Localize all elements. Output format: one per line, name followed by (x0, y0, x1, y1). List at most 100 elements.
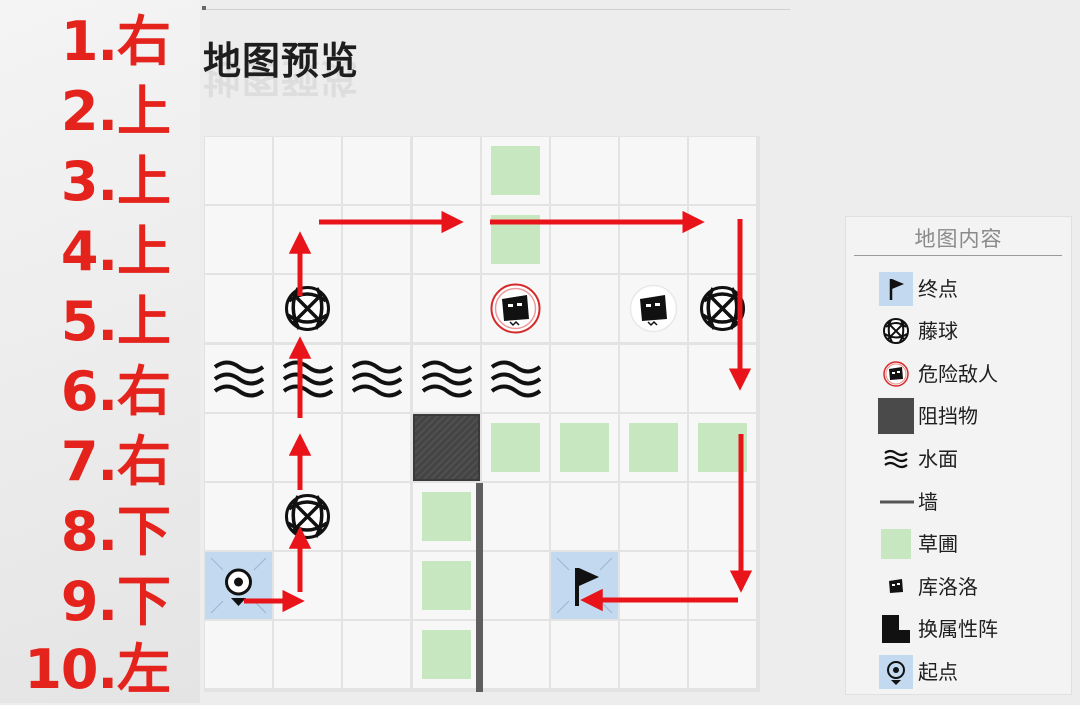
goal-flag-icon (878, 271, 914, 307)
map-cell-empty (413, 275, 480, 342)
header-rule (202, 9, 790, 10)
step-6: 6.右 (60, 360, 171, 423)
map-cell-water (274, 345, 341, 412)
legend-title: 地图内容 (914, 227, 1003, 251)
step-8: 8.下 (60, 500, 171, 563)
map-cell-rattan-ball (274, 483, 341, 550)
map-cell-goal (551, 552, 618, 619)
map-cell-empty (689, 345, 756, 412)
map-cell-empty (689, 552, 756, 619)
map-cell-empty (689, 483, 756, 550)
water-icon (878, 441, 914, 477)
map-cell-empty (205, 275, 272, 342)
danger-enemy-icon (878, 356, 914, 392)
map-cell-empty (551, 206, 618, 273)
map-cell-empty (482, 483, 549, 550)
map-cell-block (413, 414, 480, 481)
step-7: 7.右 (60, 430, 171, 493)
start-icon (878, 654, 914, 690)
map-cell-empty (620, 483, 687, 550)
legend-item-goal: 终点 (878, 271, 1068, 307)
legend-label-element-switch: 换属性阵 (918, 617, 998, 641)
map-cell-grass (551, 414, 618, 481)
map-cell-empty (343, 552, 410, 619)
map-cell-grass (482, 137, 549, 204)
map-cell-empty (413, 137, 480, 204)
map-cell-empty (551, 137, 618, 204)
legend-item-water: 水面 (878, 441, 1068, 477)
legend-item-danger-enemy: 危险敌人 (878, 356, 1068, 392)
map-cell-empty (274, 621, 341, 688)
map-cell-water (482, 345, 549, 412)
map-cell-start (205, 552, 272, 619)
map-cell-empty (482, 552, 549, 619)
background-band (0, 0, 200, 703)
map-cell-empty (343, 206, 410, 273)
map-cell-empty (620, 137, 687, 204)
legend-label-danger-enemy: 危险敌人 (918, 362, 998, 386)
map-cell-empty (343, 414, 410, 481)
map-cell-empty (689, 137, 756, 204)
map-cell-empty (274, 414, 341, 481)
step-9: 9.下 (60, 570, 171, 633)
map-cell-empty (551, 621, 618, 688)
map-cell-water (413, 345, 480, 412)
map-cell-empty (620, 552, 687, 619)
map-cell-kuluoluo (620, 275, 687, 342)
map-cell-empty (551, 483, 618, 550)
legend-item-obstacle: 阻挡物 (878, 398, 1068, 434)
legend-label-water: 水面 (918, 447, 958, 471)
map-cell-grass (482, 206, 549, 273)
obstacle-icon (878, 398, 914, 434)
wall-segment (476, 483, 483, 692)
map-cell-grass (482, 414, 549, 481)
map-cell-empty (413, 206, 480, 273)
step-list: 1.右 2.上 3.上 4.上 5.上 6.右 7.右 8.下 9.下 10.左 (0, 0, 200, 703)
map-cell-empty (274, 206, 341, 273)
map-cell-empty (343, 275, 410, 342)
map-cell-rattan-ball (274, 275, 341, 342)
map-cell-grass (620, 414, 687, 481)
map-cell-empty (205, 621, 272, 688)
wall-icon (878, 484, 914, 520)
step-3: 3.上 (60, 150, 171, 213)
legend-label-rattan-ball: 藤球 (918, 319, 958, 343)
map-cell-empty (205, 206, 272, 273)
rattan-ball-icon (878, 313, 914, 349)
legend-item-grass: 草圃 (878, 526, 1068, 562)
map-cell-empty (620, 621, 687, 688)
map-cell-empty (620, 206, 687, 273)
step-2: 2.上 (60, 80, 171, 143)
map-cell-empty (274, 137, 341, 204)
map-cell-grass (413, 483, 480, 550)
step-1: 1.右 (60, 10, 171, 73)
legend-item-wall: 墙 (878, 484, 1068, 520)
map-cell-water (205, 345, 272, 412)
map-cell-water (343, 345, 410, 412)
map-cell-grass (413, 621, 480, 688)
map-grid (204, 136, 760, 692)
legend-label-goal: 终点 (918, 277, 958, 301)
map-cell-rattan-ball (689, 275, 756, 342)
map-cell-empty (274, 552, 341, 619)
legend-divider (854, 255, 1062, 256)
map-cell-empty (689, 206, 756, 273)
legend-label-kuluoluo: 库洛洛 (918, 575, 978, 599)
map-cell-grass (689, 414, 756, 481)
page-title-reflection: 地图预览 (203, 56, 360, 100)
legend-item-element-switch: 换属性阵 (878, 611, 1068, 647)
map-cell-empty (205, 483, 272, 550)
legend-item-kuluoluo: 库洛洛 (878, 569, 1068, 605)
element-switch-icon (878, 611, 914, 647)
legend-item-start: 起点 (878, 654, 1068, 690)
legend-panel: 地图内容 终点 藤球 危险敌人 阻挡物 水面 墙 (845, 216, 1072, 695)
legend-label-wall: 墙 (918, 490, 938, 514)
map-cell-empty (343, 621, 410, 688)
map-cell-grass (413, 552, 480, 619)
legend-item-rattan-ball: 藤球 (878, 313, 1068, 349)
map-cell-empty (482, 621, 549, 688)
legend-label-start: 起点 (918, 660, 958, 684)
legend-label-grass: 草圃 (918, 532, 958, 556)
map-cell-empty (343, 483, 410, 550)
map-cell-empty (551, 345, 618, 412)
